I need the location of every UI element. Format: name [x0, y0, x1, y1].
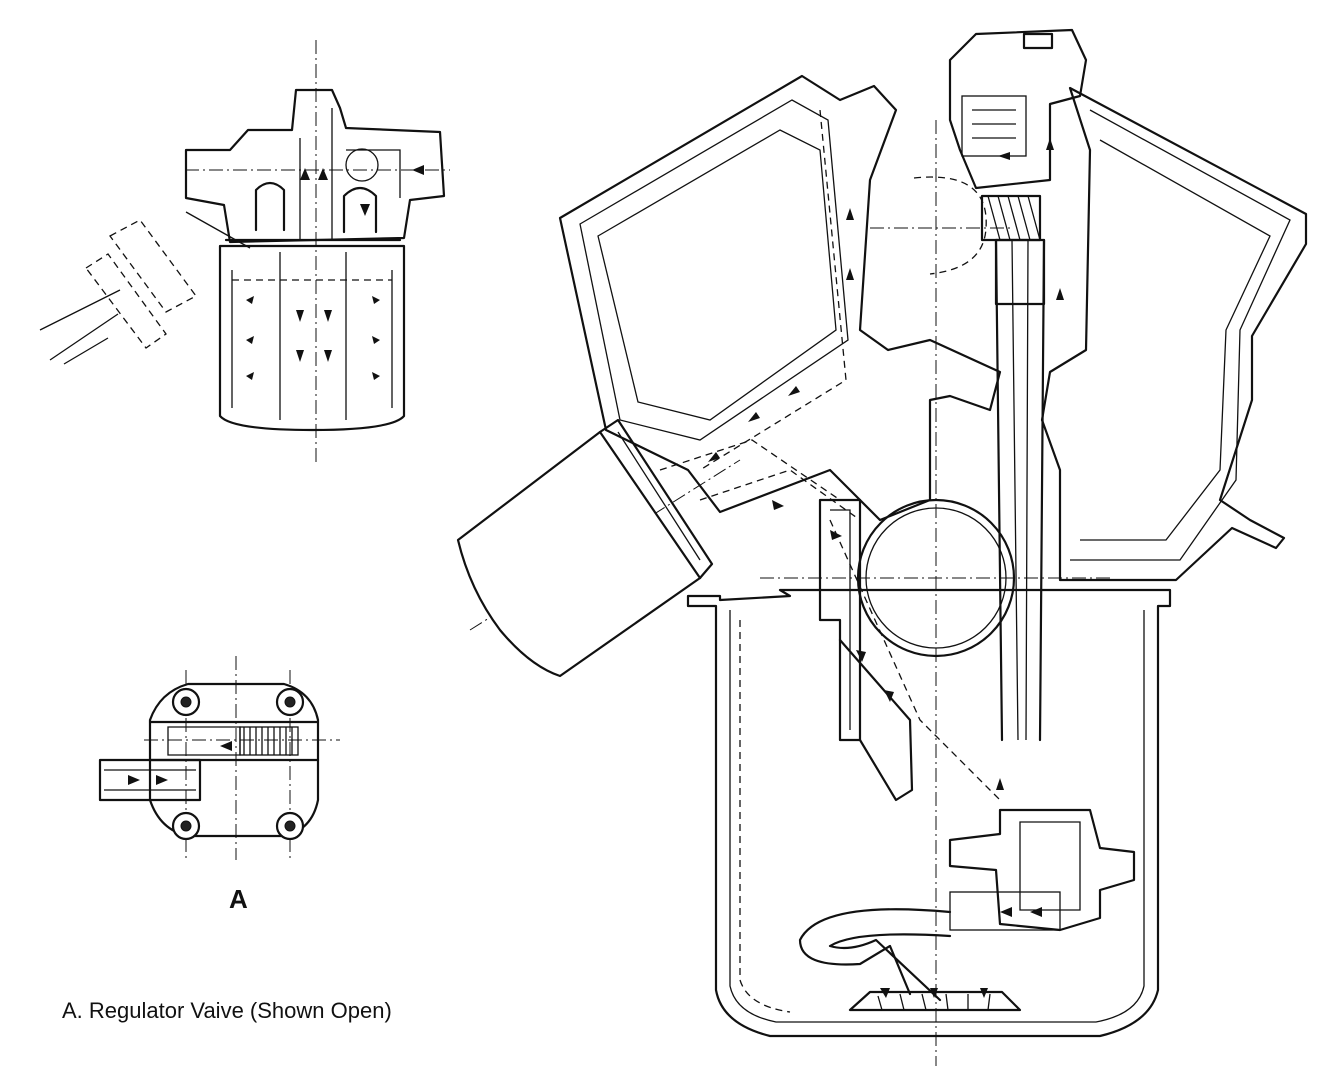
oil-filter-assembly: [39, 40, 450, 462]
regulator-valve-detail: [98, 656, 340, 860]
engine-oil-filter: [456, 418, 714, 678]
caption: A. Regulator Vaive (Shown Open): [62, 998, 392, 1023]
detail-letter: A: [229, 884, 248, 914]
engine-cross-section: [456, 28, 1308, 1066]
